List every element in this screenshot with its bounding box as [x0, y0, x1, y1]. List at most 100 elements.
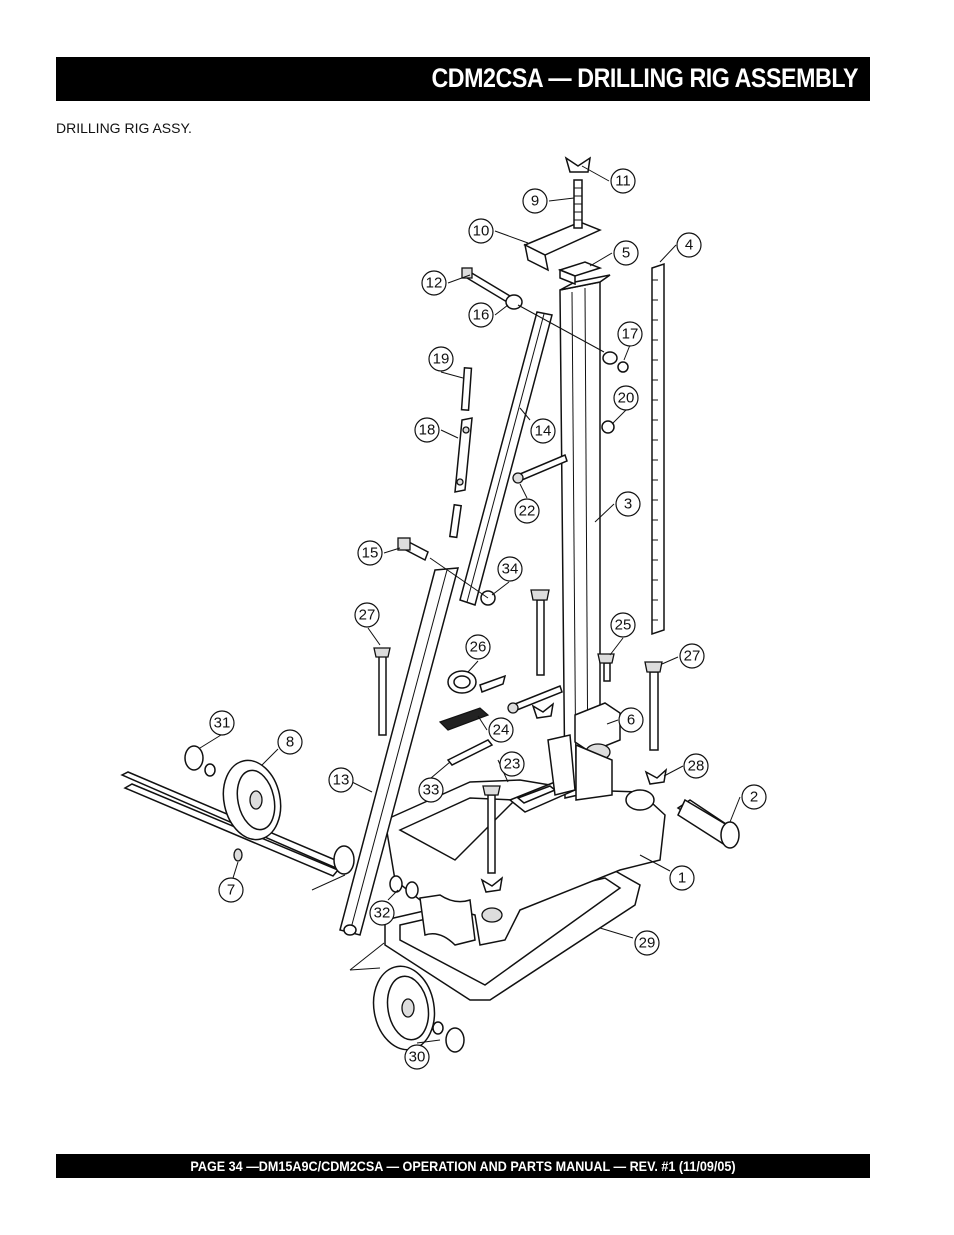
callout-20: 20 — [613, 385, 639, 411]
svg-text:10: 10 — [473, 223, 490, 240]
lower-bracket-part — [508, 734, 613, 813]
svg-text:11: 11 — [615, 173, 631, 190]
svg-text:9: 9 — [531, 193, 539, 210]
wing-nut-lower-part — [480, 876, 504, 893]
callout-6: 6 — [618, 707, 644, 733]
svg-text:6: 6 — [627, 712, 635, 729]
footer-bar: PAGE 34 —DM15A9C/CDM2CSA — OPERATION AND… — [56, 1154, 870, 1178]
bolt-27-right-part — [644, 661, 663, 751]
callout-24: 24 — [488, 717, 514, 743]
callout-32: 32 — [369, 900, 395, 926]
threaded-rod-part — [448, 367, 473, 539]
wheel-bottom-part — [372, 965, 436, 1051]
svg-text:34: 34 — [502, 561, 519, 578]
svg-text:30: 30 — [409, 1049, 426, 1066]
wheel-top-part — [222, 759, 282, 841]
svg-text:31: 31 — [214, 715, 231, 732]
bolt-center-part — [530, 589, 550, 676]
callout-19: 19 — [428, 346, 454, 372]
callout-28: 28 — [683, 753, 709, 779]
bolt-27-left-part — [373, 647, 391, 736]
nut-17-part — [602, 351, 629, 373]
header-bar: CDM2CSA — DRILLING RIG ASSEMBLY — [56, 57, 870, 101]
svg-text:13: 13 — [333, 772, 350, 789]
svg-text:17: 17 — [622, 326, 639, 343]
bushing-part — [333, 845, 355, 875]
callout-18: 18 — [414, 417, 440, 443]
svg-text:12: 12 — [426, 275, 443, 292]
callout-14: 14 — [530, 418, 556, 444]
svg-text:29: 29 — [639, 935, 656, 952]
callout-30: 30 — [404, 1044, 430, 1070]
nut-20-part — [601, 420, 615, 434]
svg-text:1: 1 — [678, 870, 686, 887]
svg-text:16: 16 — [473, 307, 490, 324]
snap-ring-30-part — [432, 1021, 465, 1053]
svg-text:23: 23 — [504, 756, 521, 773]
svg-text:20: 20 — [618, 390, 635, 407]
svg-text:2: 2 — [750, 789, 758, 806]
callout-8: 8 — [277, 729, 303, 755]
diagram-subtitle: DRILLING RIG ASSY. — [56, 120, 192, 136]
svg-text:24: 24 — [493, 722, 510, 739]
callout-3: 3 — [615, 491, 641, 517]
bolt-25-part — [597, 653, 615, 682]
callout-26: 26 — [465, 634, 491, 660]
page-title: CDM2CSA — DRILLING RIG ASSEMBLY — [431, 63, 858, 93]
svg-text:25: 25 — [615, 617, 632, 634]
svg-text:14: 14 — [535, 423, 552, 440]
handle-tube-part — [676, 798, 740, 849]
snap-ring-31-part — [184, 745, 216, 777]
svg-text:15: 15 — [362, 545, 379, 562]
callout-13: 13 — [328, 767, 354, 793]
callout-33: 33 — [418, 777, 444, 803]
callout-5: 5 — [613, 240, 639, 266]
svg-text:19: 19 — [433, 351, 450, 368]
footer-text: PAGE 34 —DM15A9C/CDM2CSA — OPERATION AND… — [190, 1158, 736, 1174]
callout-17: 17 — [617, 321, 643, 347]
callout-23: 23 — [499, 751, 525, 777]
bolt-15-part — [397, 537, 429, 562]
wing-nut-part — [564, 156, 591, 173]
rack-part — [651, 262, 665, 636]
callout-7: 7 — [218, 877, 244, 903]
svg-text:3: 3 — [624, 496, 632, 513]
lift-ring-part — [447, 670, 507, 694]
svg-text:27: 27 — [684, 648, 701, 665]
bolt-22-part — [512, 453, 568, 484]
svg-text:5: 5 — [622, 245, 630, 262]
svg-text:7: 7 — [227, 882, 235, 899]
callout-22: 22 — [514, 498, 540, 524]
callout-4: 4 — [676, 232, 702, 258]
callout-11: 11 — [610, 168, 636, 194]
callout-27-left: 27 — [354, 602, 380, 628]
level-pad-part — [438, 707, 490, 731]
callout-12: 12 — [421, 270, 447, 296]
snap-ring-32-part — [389, 875, 419, 899]
callout-16: 16 — [468, 302, 494, 328]
callout-9: 9 — [522, 188, 548, 214]
long-leg-part — [339, 567, 460, 936]
svg-text:27: 27 — [359, 607, 376, 624]
link-33-part — [446, 739, 494, 766]
svg-text:32: 32 — [374, 905, 391, 922]
base-casting-part — [384, 779, 666, 946]
spacer-16-part — [505, 294, 523, 310]
svg-text:26: 26 — [470, 639, 487, 656]
callout-27-right: 27 — [679, 643, 705, 669]
svg-text:8: 8 — [286, 734, 294, 751]
svg-text:33: 33 — [423, 782, 440, 799]
svg-text:4: 4 — [685, 237, 693, 254]
callout-34: 34 — [497, 556, 523, 582]
callout-25: 25 — [610, 612, 636, 638]
svg-text:18: 18 — [419, 422, 436, 439]
top-bracket-part — [523, 221, 602, 272]
wing-nut-mid-part — [531, 702, 555, 719]
svg-text:22: 22 — [519, 503, 536, 520]
bolt-long-part — [507, 685, 563, 714]
callout-2: 2 — [741, 784, 767, 810]
bolt-23-part — [482, 785, 501, 874]
callout-10: 10 — [468, 218, 494, 244]
svg-text:28: 28 — [688, 758, 705, 775]
